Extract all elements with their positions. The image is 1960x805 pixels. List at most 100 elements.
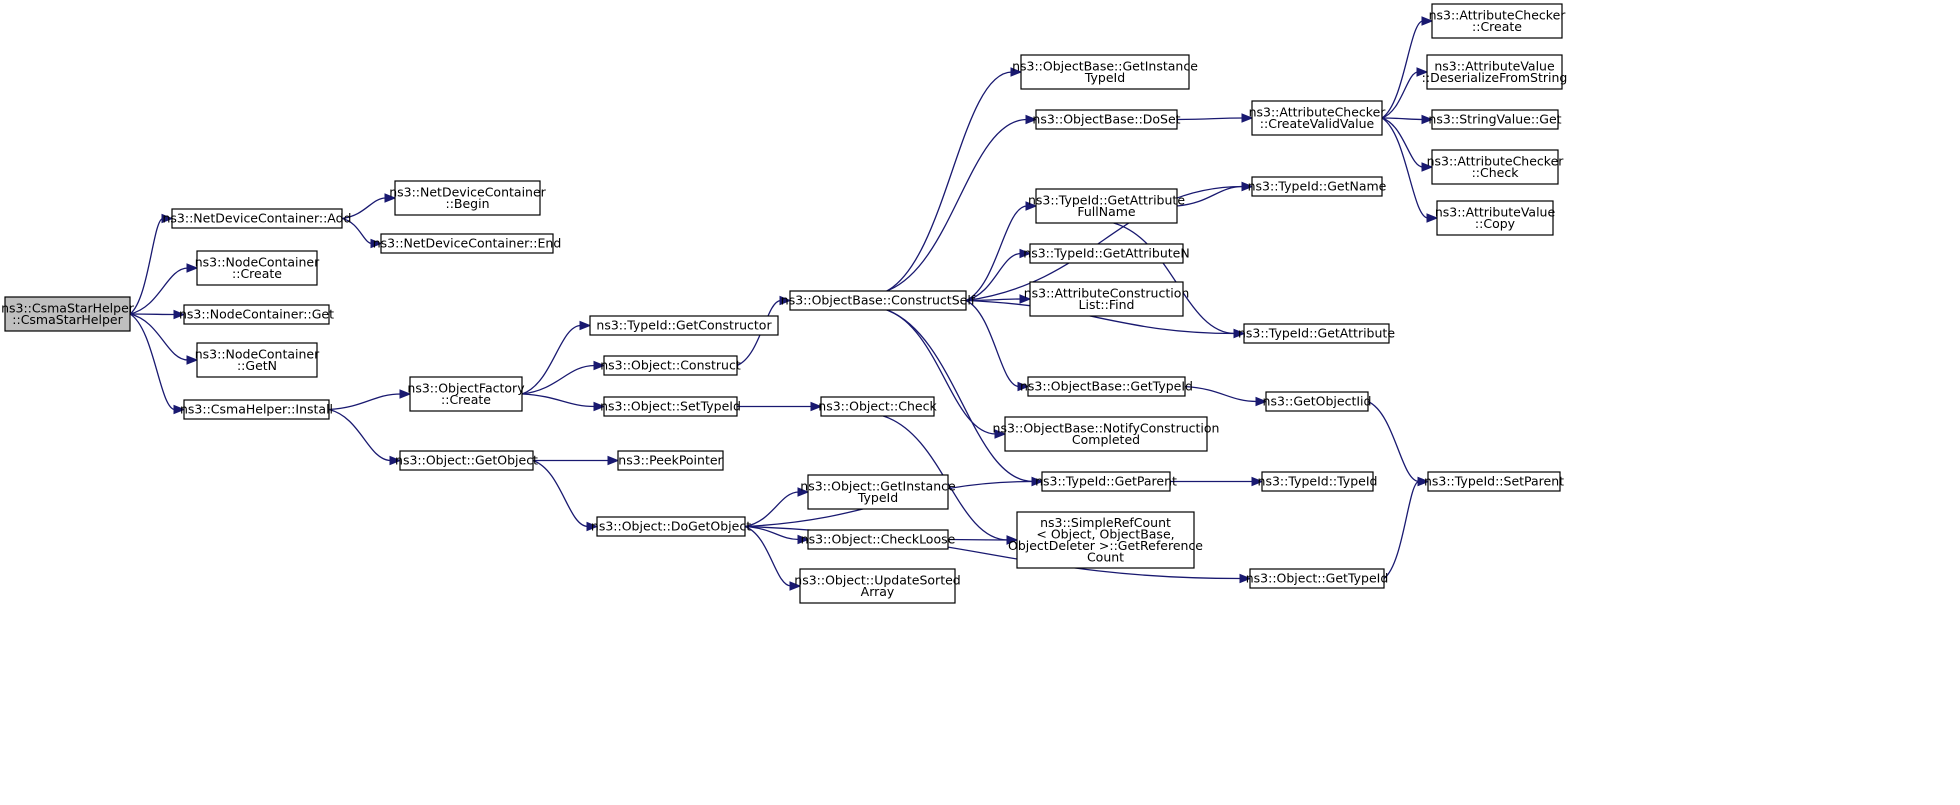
call-edge-n0-n1 — [129, 213, 174, 315]
function-node-n34[interactable]: ns3::Object::GetTypeId — [1246, 568, 1389, 589]
call-edge-n0-n2 — [129, 263, 199, 315]
function-node-box — [1431, 3, 1563, 39]
function-node-n11[interactable]: ns3::Object::Construct — [600, 355, 741, 376]
function-node-n7[interactable]: ns3::NetDeviceContainer::End — [373, 233, 562, 254]
edge-line — [521, 324, 582, 395]
edge-arrowhead — [789, 581, 802, 591]
edge-arrowhead — [1031, 476, 1044, 487]
edge-line — [886, 118, 1028, 292]
edge-arrowhead — [810, 401, 823, 412]
function-node-box — [799, 568, 956, 604]
edge-line — [744, 525, 792, 587]
edge-line — [341, 217, 373, 245]
function-node-label: ns3::ObjectBase::GetInstance — [1012, 59, 1198, 74]
function-node-label: ns3::Object::GetInstance — [800, 479, 956, 494]
function-node-n6[interactable]: ns3::NetDeviceContainer::Begin — [389, 180, 547, 216]
function-node-label: ns3::AttributeConstruction — [1024, 286, 1190, 301]
function-node-n26[interactable]: ns3::ObjectBase::NotifyConstructionCompl… — [993, 416, 1220, 452]
function-node-box — [1004, 416, 1208, 452]
function-node-n37[interactable]: ns3::StringValue::Get — [1428, 109, 1562, 130]
function-node-n15[interactable]: ns3::ObjectBase::ConstructSelf — [781, 290, 976, 311]
function-node-label: ::DeserializeFromString — [1422, 70, 1568, 85]
function-node-label: List::Find — [1079, 297, 1135, 312]
function-node-label: ns3::TypeId::TypeId — [1258, 474, 1378, 489]
edge-line — [129, 267, 189, 315]
function-node-n39[interactable]: ns3::AttributeValue::Copy — [1435, 200, 1556, 236]
function-node-n33[interactable]: ns3::TypeId::TypeId — [1258, 471, 1378, 492]
function-node-n0[interactable]: ns3::CsmaStarHelper::CsmaStarHelper — [1, 296, 135, 332]
function-node-label: ::Create — [441, 392, 491, 407]
call-edge-n29-n38 — [1381, 117, 1434, 172]
edge-arrowhead — [370, 238, 383, 249]
function-node-box — [603, 396, 738, 417]
edge-arrowhead — [1025, 114, 1038, 125]
function-node-label: ns3::NodeContainer — [195, 255, 320, 270]
edge-arrowhead — [1421, 16, 1434, 26]
function-node-box — [1431, 109, 1559, 130]
function-node-n32[interactable]: ns3::GetObjectIid — [1263, 391, 1372, 412]
edge-line — [1381, 117, 1429, 219]
edge-arrowhead — [1417, 476, 1430, 487]
edge-arrowhead — [1255, 396, 1268, 407]
function-node-label: ns3::AttributeChecker — [1429, 8, 1567, 23]
function-node-n38[interactable]: ns3::AttributeChecker::Check — [1427, 149, 1565, 185]
edge-arrowhead — [1239, 573, 1252, 584]
function-node-n35[interactable]: ns3::AttributeChecker::Create — [1429, 3, 1567, 39]
function-node-box — [196, 250, 318, 286]
function-node-n16[interactable]: ns3::Object::Check — [818, 396, 937, 417]
function-node-n36[interactable]: ns3::AttributeValue::DeserializeFromStri… — [1422, 54, 1568, 90]
function-node-n31[interactable]: ns3::TypeId::GetAttribute — [1238, 323, 1395, 344]
function-node-n29[interactable]: ns3::AttributeChecker::CreateValidValue — [1249, 100, 1387, 136]
function-node-n10[interactable]: ns3::TypeId::GetConstructor — [589, 315, 779, 336]
call-edge-n12-n16 — [737, 401, 823, 412]
edge-arrowhead — [389, 455, 402, 466]
function-node-box — [807, 474, 949, 510]
function-node-box — [394, 180, 541, 216]
function-node-label: ns3::TypeId::SetParent — [1424, 474, 1564, 489]
edge-arrowhead — [384, 193, 397, 203]
edge-arrowhead — [173, 404, 186, 415]
function-node-label: ns3::CsmaHelper::Install — [180, 402, 333, 417]
function-node-n9[interactable]: ns3::Object::GetObject — [395, 450, 538, 471]
edge-line — [744, 491, 800, 528]
function-node-n12[interactable]: ns3::Object::SetTypeId — [600, 396, 741, 417]
function-node-n4[interactable]: ns3::NodeContainer::GetN — [195, 342, 320, 378]
function-node-n5[interactable]: ns3::CsmaHelper::Install — [180, 399, 333, 420]
function-node-n8[interactable]: ns3::ObjectFactory::Create — [407, 376, 525, 412]
function-node-n3[interactable]: ns3::NodeContainer::Get — [179, 304, 334, 325]
function-node-label: ::CreateValidValue — [1260, 116, 1375, 131]
call-edge-n15-n21 — [886, 114, 1038, 292]
function-node-box — [1431, 149, 1559, 185]
function-node-n25[interactable]: ns3::ObjectBase::GetTypeId — [1020, 376, 1193, 397]
function-node-box — [1041, 471, 1171, 492]
function-node-box — [1029, 243, 1184, 264]
function-node-label: ns3::PeekPointer — [618, 453, 723, 468]
function-node-n28[interactable]: ns3::SimpleRefCount< Object, ObjectBase,… — [1008, 511, 1203, 569]
function-node-n2[interactable]: ns3::NodeContainer::Create — [195, 250, 320, 286]
function-node-label: ns3::SimpleRefCount — [1040, 515, 1171, 530]
call-edge-n0-n5 — [129, 313, 186, 415]
function-node-label: ns3::Object::SetTypeId — [600, 399, 741, 414]
call-edge-n34-n40 — [1383, 476, 1430, 580]
function-node-n18[interactable]: ns3::Object::CheckLoose — [801, 529, 956, 550]
call-edge-n15-n27 — [886, 309, 1044, 487]
function-node-n1[interactable]: ns3::NetDeviceContainer::Add — [163, 208, 352, 229]
function-node-n30[interactable]: ns3::TypeId::GetName — [1248, 176, 1387, 197]
function-node-box — [1436, 200, 1554, 236]
call-edge-n5-n8 — [328, 389, 412, 411]
edge-arrowhead — [1017, 381, 1030, 392]
function-node-n23[interactable]: ns3::TypeId::GetAttributeN — [1023, 243, 1190, 264]
function-node-box — [789, 290, 967, 311]
edge-arrowhead — [1233, 328, 1246, 339]
function-node-n27[interactable]: ns3::TypeId::GetParent — [1035, 471, 1177, 492]
function-node-n21[interactable]: ns3::ObjectBase::DoSet — [1032, 109, 1181, 130]
function-node-n40[interactable]: ns3::TypeId::SetParent — [1424, 471, 1564, 492]
function-node-label: ::CsmaStarHelper — [12, 312, 123, 327]
function-node-n14[interactable]: ns3::Object::DoGetObject — [591, 516, 751, 537]
function-node-n13[interactable]: ns3::PeekPointer — [617, 450, 724, 471]
